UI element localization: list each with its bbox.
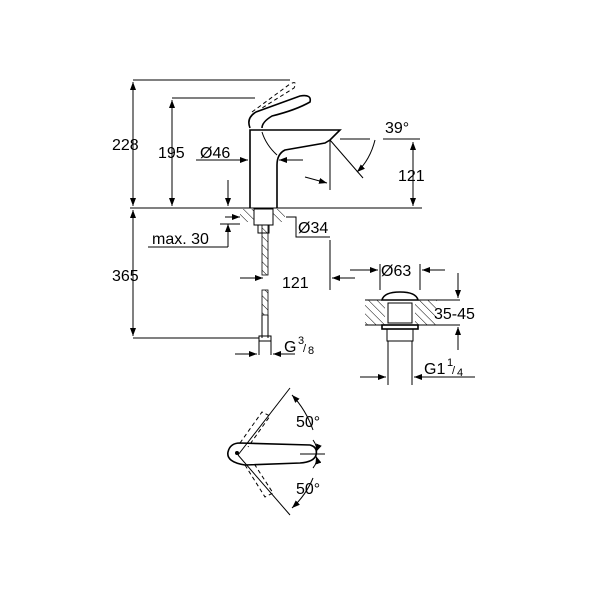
label-waste-thread: G1 1 / 4 bbox=[424, 357, 463, 379]
label-spout-height: 121 bbox=[398, 168, 425, 185]
svg-text:1: 1 bbox=[447, 357, 453, 369]
svg-text:/: / bbox=[303, 343, 307, 355]
label-connection-thread: G 3 / 8 bbox=[284, 335, 314, 357]
label-total-height: 228 bbox=[112, 137, 139, 154]
countertop-section bbox=[240, 208, 285, 234]
label-max-thickness: max. 30 bbox=[152, 231, 209, 248]
svg-text:G1: G1 bbox=[424, 361, 445, 378]
svg-text:4: 4 bbox=[457, 367, 463, 379]
label-body-diameter: Ø46 bbox=[200, 145, 230, 162]
faucet-side-view bbox=[248, 82, 342, 208]
svg-text:3: 3 bbox=[298, 335, 304, 347]
dimension-spout-angle bbox=[304, 138, 420, 190]
label-rotation-up: 50° bbox=[296, 414, 320, 431]
label-hole-diameter: Ø34 bbox=[298, 220, 328, 237]
label-hose-length: 365 bbox=[112, 268, 139, 285]
supply-hose bbox=[258, 224, 272, 355]
faucet-top-view bbox=[227, 387, 325, 516]
svg-text:G: G bbox=[284, 339, 296, 356]
label-rotation-down: 50° bbox=[296, 481, 320, 498]
label-spout-reach: 121 bbox=[282, 275, 309, 292]
svg-text:/: / bbox=[452, 365, 456, 377]
label-lever-height: 195 bbox=[158, 145, 185, 162]
label-spout-angle: 39° bbox=[385, 120, 409, 137]
svg-text:8: 8 bbox=[308, 345, 314, 357]
dimension-lever-height bbox=[169, 97, 255, 206]
label-waste-diameter: Ø63 bbox=[381, 263, 411, 280]
label-basin-thickness: 35-45 bbox=[434, 306, 475, 323]
dimension-total-height bbox=[130, 79, 290, 206]
waste-valve-view bbox=[350, 264, 475, 385]
